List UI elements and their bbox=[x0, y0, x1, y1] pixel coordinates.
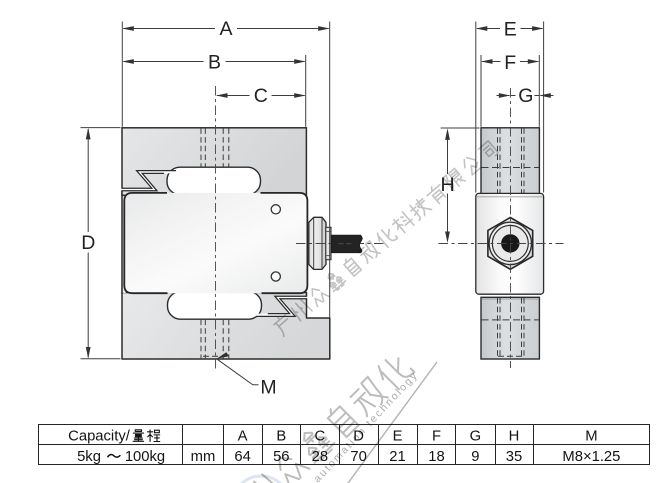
svg-text:mm: mm bbox=[191, 449, 216, 465]
svg-text:5kg: 5kg bbox=[77, 449, 101, 465]
svg-text:C: C bbox=[254, 85, 268, 107]
svg-text:G: G bbox=[470, 429, 482, 445]
svg-text:35: 35 bbox=[506, 449, 522, 465]
svg-text:64: 64 bbox=[234, 449, 250, 465]
svg-text:B: B bbox=[208, 52, 221, 74]
svg-text:F: F bbox=[504, 52, 516, 74]
svg-text:H: H bbox=[509, 429, 520, 445]
svg-text:M: M bbox=[585, 429, 597, 445]
svg-text:56: 56 bbox=[273, 449, 289, 465]
svg-text:F: F bbox=[432, 429, 441, 445]
svg-text:B: B bbox=[276, 429, 286, 445]
svg-text:M8×1.25: M8×1.25 bbox=[562, 449, 620, 465]
svg-text:A: A bbox=[219, 18, 232, 40]
svg-text:M: M bbox=[260, 377, 276, 399]
svg-text:D: D bbox=[81, 232, 95, 254]
svg-text:18: 18 bbox=[428, 449, 444, 465]
svg-text:Capacity/: Capacity/ bbox=[68, 429, 131, 445]
svg-text:G: G bbox=[518, 85, 533, 107]
svg-text:21: 21 bbox=[389, 449, 405, 465]
svg-text:E: E bbox=[504, 18, 517, 40]
svg-text:A: A bbox=[238, 429, 248, 445]
svg-text:70: 70 bbox=[350, 449, 366, 465]
svg-text:D: D bbox=[353, 429, 364, 445]
svg-text:9: 9 bbox=[471, 449, 479, 465]
svg-text:E: E bbox=[393, 429, 403, 445]
svg-text:100kg: 100kg bbox=[125, 449, 165, 465]
